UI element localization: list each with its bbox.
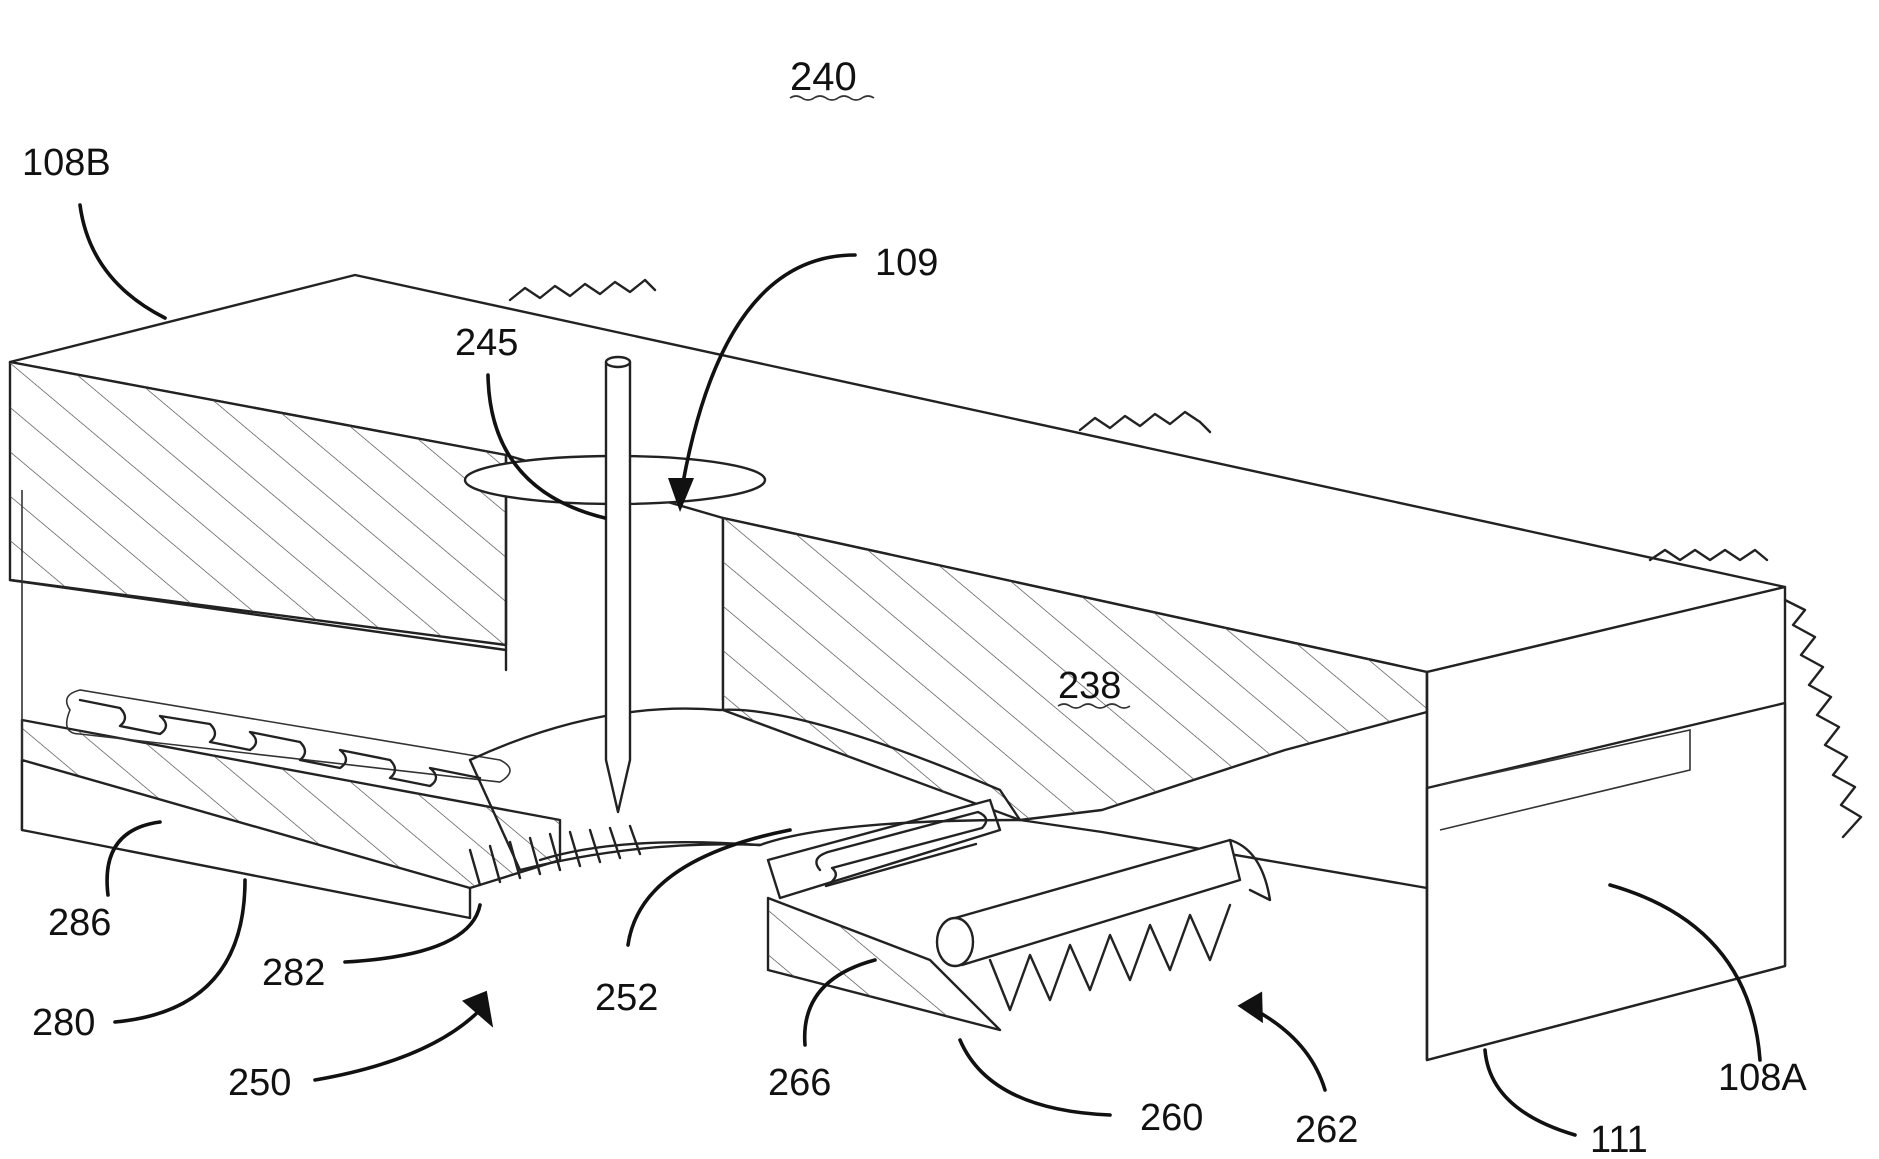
housing: [0, 275, 1785, 1060]
label-108B: 108B: [22, 142, 111, 184]
leader-260: [960, 1040, 1110, 1115]
needle-top: [606, 357, 630, 367]
leader-250: [315, 1010, 480, 1080]
label-282: 282: [262, 952, 325, 994]
label-266: 266: [768, 1062, 831, 1104]
tread-top-2: [1080, 412, 1210, 432]
needle-body: [606, 362, 630, 812]
needle-245: [606, 357, 630, 812]
label-108A: 108A: [1718, 1057, 1807, 1099]
roller-assembly: [937, 840, 1270, 1010]
label-111: 111: [1590, 1119, 1648, 1159]
label-245: 245: [455, 322, 518, 364]
figure-title-ref: 240: [790, 55, 874, 100]
arrow-262: [1236, 991, 1273, 1029]
label-280: 280: [32, 1002, 95, 1044]
label-286: 286: [48, 902, 111, 944]
label-262: 262: [1295, 1109, 1358, 1151]
arrow-250: [462, 986, 506, 1034]
label-109: 109: [875, 242, 938, 284]
tread-top-3: [1650, 550, 1767, 560]
leader-280: [115, 880, 245, 1022]
roller-end: [937, 918, 973, 966]
tread-top-1: [510, 280, 655, 300]
leader-108B: [80, 205, 165, 318]
title-ref-text: 240: [790, 55, 857, 99]
leader-262: [1255, 1010, 1325, 1090]
label-260: 260: [1140, 1097, 1203, 1139]
label-252: 252: [595, 977, 658, 1019]
tread-side: [1785, 600, 1861, 837]
label-250: 250: [228, 1062, 291, 1104]
label-238: 238: [1058, 665, 1121, 707]
leader-111: [1485, 1050, 1575, 1135]
roller-body: [948, 840, 1240, 965]
